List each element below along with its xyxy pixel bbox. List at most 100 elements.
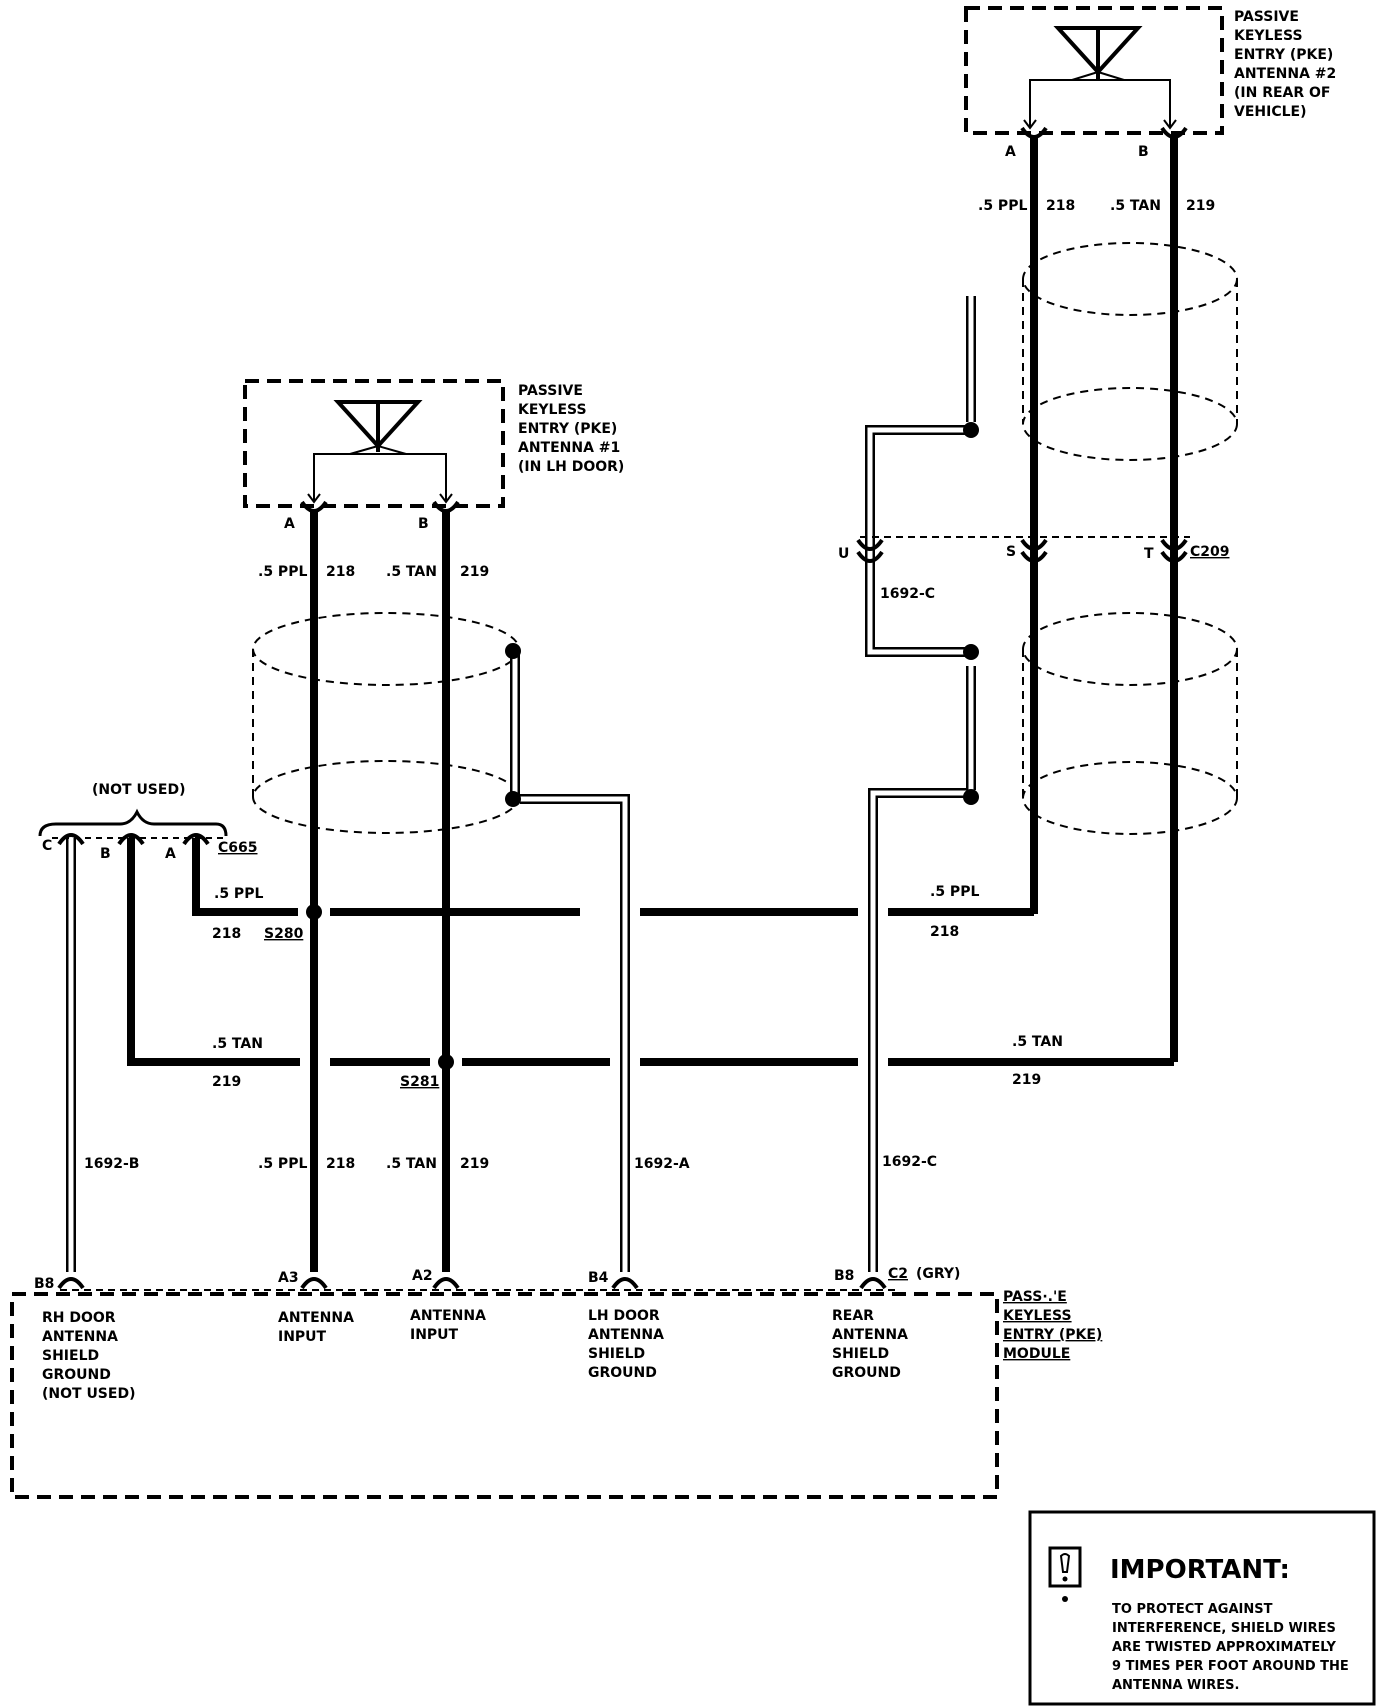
antenna-1-symbol-icon	[307, 400, 453, 504]
splices	[306, 422, 979, 1070]
antenna-2-symbol-icon	[1023, 26, 1177, 130]
pin-ant1-b: B	[418, 516, 429, 532]
splice-s280-dot	[306, 904, 322, 920]
antenna-1-label-3: ENTRY (PKE)	[518, 421, 617, 437]
wire-1692c-lower: 1692-C	[882, 1154, 937, 1170]
important-icon	[1048, 1546, 1082, 1602]
wire-1692c-upper: 1692-C	[880, 586, 935, 602]
wire-c665-a-circuit: 218	[212, 926, 241, 942]
terminal-rear-2: ANTENNA	[832, 1327, 908, 1343]
wire-1692a: 1692-A	[634, 1156, 690, 1172]
wire-rear-218-color: .5 PPL	[930, 884, 979, 900]
antenna-1-label-5: (IN LH DOOR)	[518, 459, 624, 475]
wire-c665-b-color: .5 TAN	[212, 1036, 263, 1052]
important-title: IMPORTANT:	[1110, 1555, 1290, 1585]
shield-cylinders	[252, 242, 1238, 835]
module-label-4: MODULE	[1003, 1346, 1070, 1362]
terminal-lh-door-4: GROUND	[588, 1365, 657, 1381]
connector-pins	[57, 126, 1188, 1290]
pin-c665-c: C	[42, 838, 52, 854]
important-line-4: 9 TIMES PER FOOT AROUND THE	[1112, 1659, 1349, 1674]
wire-a3-circuit: 218	[326, 1156, 355, 1172]
wire-ant2-b-color: .5 TAN	[1110, 198, 1161, 214]
terminal-rh-door-1: RH DOOR	[42, 1310, 116, 1326]
pin-mod-a3: A3	[278, 1270, 299, 1286]
antenna-2-label-1: PASSIVE	[1234, 9, 1299, 25]
wire-c665-a-color: .5 PPL	[214, 886, 263, 902]
wire-rear-219-color: .5 TAN	[1012, 1034, 1063, 1050]
terminal-rear-3: SHIELD	[832, 1346, 889, 1362]
wire-a2-circuit: 219	[460, 1156, 489, 1172]
pin-c209-u: U	[838, 546, 849, 562]
module-label-3: ENTRY (PKE)	[1003, 1327, 1102, 1343]
important-line-2: INTERFERENCE, SHIELD WIRES	[1112, 1621, 1336, 1636]
module-label-1: PASS·.'E	[1003, 1289, 1067, 1305]
pin-c209-s: S	[1006, 544, 1016, 560]
wire-ant1-a-color: .5 PPL	[258, 564, 307, 580]
pin-c209-t: T	[1144, 546, 1154, 562]
pke-antenna-2: PASSIVE KEYLESS ENTRY (PKE) ANTENNA #2 (…	[964, 6, 1336, 135]
antenna-1-label-2: KEYLESS	[518, 402, 587, 418]
antenna-2-label-2: KEYLESS	[1234, 28, 1303, 44]
wire-1692b: 1692-B	[84, 1156, 139, 1172]
pin-mod-b4: B4	[588, 1270, 609, 1286]
terminal-rh-door-2: ANTENNA	[42, 1329, 118, 1345]
connector-c2: C2	[888, 1266, 908, 1282]
important-note: IMPORTANT: TO PROTECT AGAINST INTERFEREN…	[1028, 1510, 1376, 1706]
pke-antenna-1: PASSIVE KEYLESS ENTRY (PKE) ANTENNA #1 (…	[243, 379, 624, 508]
wire-ant2-a-color: .5 PPL	[978, 198, 1027, 214]
wire-c665-b-circuit: 219	[212, 1074, 241, 1090]
pin-ant1-a: A	[284, 516, 295, 532]
pin-c665-b: B	[100, 846, 111, 862]
terminal-a2-1: ANTENNA	[410, 1308, 486, 1324]
antenna-2-label-3: ENTRY (PKE)	[1234, 47, 1333, 63]
terminal-a3-1: ANTENNA	[278, 1310, 354, 1326]
pin-mod-a2: A2	[412, 1268, 433, 1284]
antenna-2-label-4: ANTENNA #2	[1234, 66, 1336, 82]
wire-rear-218-circuit: 218	[930, 924, 959, 940]
pin-ant2-a: A	[1005, 144, 1016, 160]
pin-letters: A B A B U S T C B A B8 A3 A2 B4 B8	[34, 144, 1154, 1292]
terminal-rh-door-4: GROUND	[42, 1367, 111, 1383]
terminal-a3-2: INPUT	[278, 1329, 327, 1345]
antenna-1-label-4: ANTENNA #1	[518, 440, 620, 456]
important-line-1: TO PROTECT AGAINST	[1112, 1602, 1273, 1617]
terminal-rear-1: REAR	[832, 1308, 874, 1324]
antenna-1-label-1: PASSIVE	[518, 383, 583, 399]
pke-module: PASS·.'E KEYLESS ENTRY (PKE) MODULE RH D…	[10, 1289, 1102, 1499]
connector-c665: C665	[218, 840, 258, 856]
terminal-rh-door-5: (NOT USED)	[42, 1386, 135, 1402]
module-label-2: KEYLESS	[1003, 1308, 1072, 1324]
splice-s280-label: S280	[264, 926, 304, 942]
terminal-rh-door-3: SHIELD	[42, 1348, 99, 1364]
wire-ant2-a-circuit: 218	[1046, 198, 1075, 214]
c665-bracket	[38, 808, 228, 839]
wire-ant1-a-circuit: 218	[326, 564, 355, 580]
connector-c665-not-used: (NOT USED)	[92, 782, 185, 798]
splice-s281-label: S281	[400, 1074, 439, 1090]
circuit-wires	[127, 138, 1178, 1272]
important-line-5: ANTENNA WIRES.	[1112, 1678, 1239, 1693]
terminal-a2-2: INPUT	[410, 1327, 459, 1343]
splice-s281-dot	[438, 1054, 454, 1070]
wire-ant2-b-circuit: 219	[1186, 198, 1215, 214]
antenna-2-label-6: VEHICLE)	[1234, 104, 1306, 120]
connector-c209: C209	[1190, 544, 1230, 560]
wire-ant1-b-circuit: 219	[460, 564, 489, 580]
wire-rear-219-circuit: 219	[1012, 1072, 1041, 1088]
pin-ant2-b: B	[1138, 144, 1149, 160]
terminal-lh-door-2: ANTENNA	[588, 1327, 664, 1343]
terminal-lh-door-3: SHIELD	[588, 1346, 645, 1362]
wire-ant1-b-color: .5 TAN	[386, 564, 437, 580]
wire-a2-color: .5 TAN	[386, 1156, 437, 1172]
terminal-lh-door-1: LH DOOR	[588, 1308, 660, 1324]
pin-c665-a: A	[165, 846, 176, 862]
wire-a3-color: .5 PPL	[258, 1156, 307, 1172]
wire-labels: .5 PPL 218 .5 TAN 219 .5 PPL 218 .5 TAN …	[84, 198, 1215, 1172]
antenna-2-label-5: (IN REAR OF	[1234, 85, 1331, 101]
connector-c2-color: (GRY)	[916, 1266, 960, 1282]
shield-drain-wires	[66, 296, 976, 1272]
pin-mod-b8-left: B8	[34, 1276, 54, 1292]
pin-mod-b8-right: B8	[834, 1268, 854, 1284]
